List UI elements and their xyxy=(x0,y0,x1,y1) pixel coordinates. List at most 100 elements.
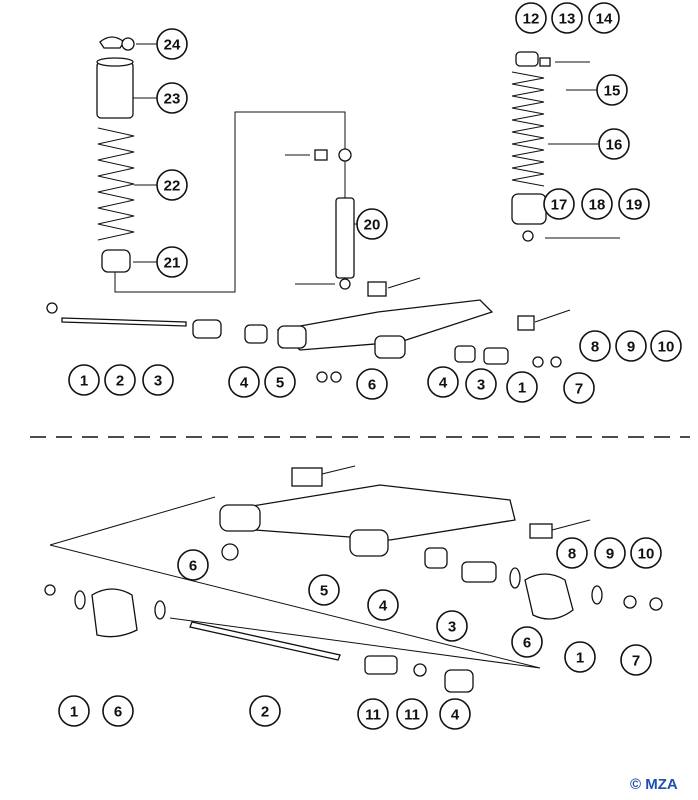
callout-16: 16 xyxy=(598,128,630,160)
callout-circle xyxy=(564,641,596,673)
copyright-notice: © MZA xyxy=(630,776,678,793)
callout-number: 7 xyxy=(575,381,583,398)
callout-6: 6 xyxy=(356,368,388,400)
callout-number: 19 xyxy=(626,197,643,214)
callout-1: 1 xyxy=(58,695,90,727)
callout-11: 11 xyxy=(396,698,428,730)
callout-circle xyxy=(228,366,260,398)
callout-23: 23 xyxy=(156,82,188,114)
callout-circle xyxy=(58,695,90,727)
callout-number: 10 xyxy=(638,546,655,563)
callout-18: 18 xyxy=(581,188,613,220)
callout-6: 6 xyxy=(511,626,543,658)
callout-number: 12 xyxy=(523,11,540,28)
callout-circle xyxy=(615,330,647,362)
callout-number: 4 xyxy=(379,598,388,615)
callout-number: 18 xyxy=(589,197,606,214)
callout-number: 8 xyxy=(568,546,576,563)
callout-circle xyxy=(596,74,628,106)
callout-circle xyxy=(620,644,652,676)
callout-circle xyxy=(618,188,650,220)
callout-13: 13 xyxy=(551,2,583,34)
callout-circle xyxy=(515,2,547,34)
callout-number: 2 xyxy=(116,373,124,390)
callout-10: 10 xyxy=(630,537,662,569)
damper-20 xyxy=(285,148,358,290)
callout-circle xyxy=(439,698,471,730)
callout-15: 15 xyxy=(596,74,628,106)
callout-number: 22 xyxy=(164,178,181,195)
callout-number: 9 xyxy=(606,546,614,563)
callout-number: 4 xyxy=(240,375,249,392)
callout-circle xyxy=(264,366,296,398)
callout-1: 1 xyxy=(506,371,538,403)
callout-number: 13 xyxy=(559,11,576,28)
callout-1: 1 xyxy=(68,364,100,396)
callout-11: 11 xyxy=(357,698,389,730)
callout-2: 2 xyxy=(249,695,281,727)
callout-6: 6 xyxy=(102,695,134,727)
callout-10: 10 xyxy=(650,330,682,362)
callout-circle xyxy=(68,364,100,396)
callout-4: 4 xyxy=(228,366,260,398)
callout-circle xyxy=(356,208,388,240)
callout-circle xyxy=(156,246,188,278)
callout-12: 12 xyxy=(515,2,547,34)
callout-circle xyxy=(156,28,188,60)
callout-20: 20 xyxy=(356,208,388,240)
callout-number: 6 xyxy=(368,377,376,394)
callout-circle xyxy=(598,128,630,160)
callout-circle xyxy=(156,169,188,201)
callout-circle xyxy=(142,364,174,396)
callout-number: 24 xyxy=(164,37,181,54)
callout-circle xyxy=(427,366,459,398)
callout-number: 16 xyxy=(606,137,623,154)
callout-circle xyxy=(308,574,340,606)
callout-circle xyxy=(249,695,281,727)
callout-number: 9 xyxy=(627,339,635,356)
callout-circle xyxy=(588,2,620,34)
callout-5: 5 xyxy=(264,366,296,398)
lower-swingarm xyxy=(44,465,663,693)
callout-circle xyxy=(556,537,588,569)
left-shock-assembly xyxy=(96,36,346,293)
callout-14: 14 xyxy=(588,2,620,34)
callout-3: 3 xyxy=(465,368,497,400)
callout-number: 20 xyxy=(364,217,381,234)
callout-number: 2 xyxy=(261,704,269,721)
callout-circle xyxy=(630,537,662,569)
callout-7: 7 xyxy=(620,644,652,676)
callout-circle xyxy=(436,610,468,642)
callout-number: 8 xyxy=(591,339,599,356)
callout-number: 1 xyxy=(70,704,78,721)
callout-number: 3 xyxy=(477,377,485,394)
callout-number: 10 xyxy=(658,339,675,356)
callout-circle xyxy=(506,371,538,403)
callout-8: 8 xyxy=(579,330,611,362)
callout-circle xyxy=(594,537,626,569)
callout-number: 6 xyxy=(114,704,122,721)
callout-3: 3 xyxy=(436,610,468,642)
callout-circle xyxy=(356,368,388,400)
callout-circle xyxy=(177,549,209,581)
callout-circle xyxy=(357,698,389,730)
callout-circle xyxy=(551,2,583,34)
callout-17: 17 xyxy=(543,188,575,220)
callout-2: 2 xyxy=(104,364,136,396)
callout-1: 1 xyxy=(564,641,596,673)
callout-circle xyxy=(156,82,188,114)
callout-8: 8 xyxy=(556,537,588,569)
callout-number: 14 xyxy=(596,11,613,28)
callout-circle xyxy=(579,330,611,362)
callout-number: 5 xyxy=(276,375,284,392)
callout-6: 6 xyxy=(177,549,209,581)
callout-24: 24 xyxy=(156,28,188,60)
callout-number: 3 xyxy=(154,373,162,390)
callout-7: 7 xyxy=(563,372,595,404)
callout-circle xyxy=(367,589,399,621)
callout-19: 19 xyxy=(618,188,650,220)
callout-9: 9 xyxy=(615,330,647,362)
callout-circle xyxy=(650,330,682,362)
